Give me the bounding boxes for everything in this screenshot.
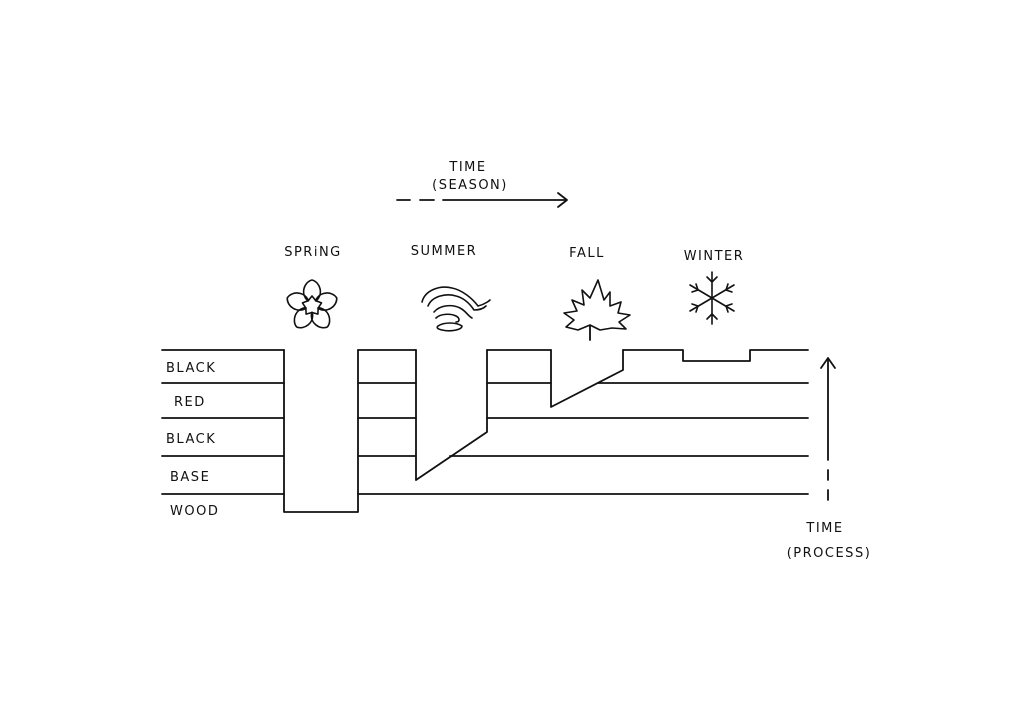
maple-leaf-icon <box>563 279 631 341</box>
wave-icon <box>421 286 491 332</box>
time-process-label-line2: (PROCESS) <box>787 546 872 561</box>
fall-cut <box>550 349 624 408</box>
season-label-winter: WINTER <box>684 249 745 264</box>
time-season-header: TIME (SEASON) <box>396 160 568 208</box>
season-labels: SPRiNG SUMMER FALL WINTER <box>284 244 745 264</box>
time-season-label-line1: TIME <box>448 160 486 175</box>
time-season-arrow <box>396 192 568 208</box>
layer-cross-section <box>161 349 809 513</box>
layer-label-wood: WOOD <box>170 504 219 519</box>
time-process-axis: TIME (PROCESS) <box>787 357 872 561</box>
season-label-spring: SPRiNG <box>284 245 342 260</box>
cherry-blossom-icon <box>286 279 338 329</box>
layer-label-black-middle: BLACK <box>166 432 216 447</box>
season-label-fall: FALL <box>569 246 605 261</box>
time-process-label-line1: TIME <box>805 521 843 536</box>
fall-segment <box>486 349 809 419</box>
left-stack-lines <box>161 349 285 495</box>
layer-label-red: RED <box>174 395 206 410</box>
summer-cut <box>415 349 488 481</box>
summer-black-line <box>415 455 809 481</box>
snowflake-icon <box>689 271 735 325</box>
time-season-label-line2: (SEASON) <box>432 178 508 193</box>
winter-top <box>622 349 809 362</box>
season-label-summer: SUMMER <box>411 244 477 259</box>
layer-label-base: BASE <box>170 470 210 485</box>
layer-label-black-top: BLACK <box>166 361 216 376</box>
spring-cut <box>283 349 359 513</box>
summer-segment <box>357 349 417 457</box>
layer-labels: BLACK RED BLACK BASE WOOD <box>166 361 219 519</box>
